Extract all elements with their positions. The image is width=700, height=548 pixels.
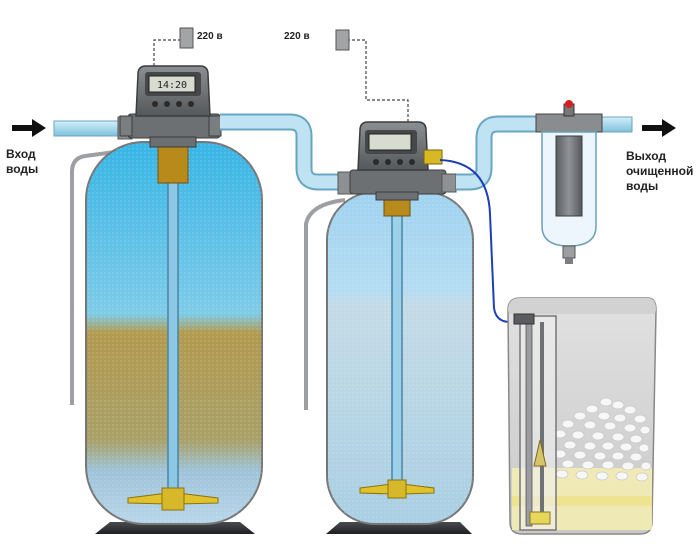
inlet-arrow <box>12 119 46 137</box>
outlet-label-line1: Выход <box>626 149 666 163</box>
valve-display-1: 14:20 <box>157 80 187 91</box>
power-plug-1 <box>179 27 194 49</box>
salt-pellets <box>553 397 652 482</box>
power-label-2: 220 в <box>284 31 310 42</box>
outlet-label-line2: очищенной <box>626 164 693 178</box>
riser-tube-2 <box>391 197 403 495</box>
inlet-label-line1: Вход <box>6 147 36 161</box>
power-label-1: 220 в <box>197 31 223 42</box>
riser-tube-1 <box>167 149 179 509</box>
distributor-1 <box>127 487 219 511</box>
control-valve-1: 14:20 <box>119 65 222 148</box>
power-cable-1 <box>153 39 180 66</box>
inlet-label-line2: воды <box>6 162 38 176</box>
brine-line <box>439 159 522 323</box>
power-cable-2 <box>348 39 409 122</box>
control-valve-2 <box>349 121 457 201</box>
riser-collar-1 <box>157 146 189 184</box>
outlet-pipe <box>456 115 540 191</box>
float-icon <box>533 439 547 467</box>
air-release-valve <box>565 100 573 108</box>
power-plug-2 <box>335 29 350 51</box>
bypass-line-1 <box>70 148 131 405</box>
clean-water-pipe <box>597 116 633 133</box>
bypass-line-2 <box>304 198 346 410</box>
outlet-label-line3: воды <box>626 179 658 193</box>
brine-well <box>513 313 557 531</box>
distributor-2 <box>359 479 435 499</box>
outlet-arrow <box>642 119 676 137</box>
cartridge-filter <box>535 100 603 264</box>
